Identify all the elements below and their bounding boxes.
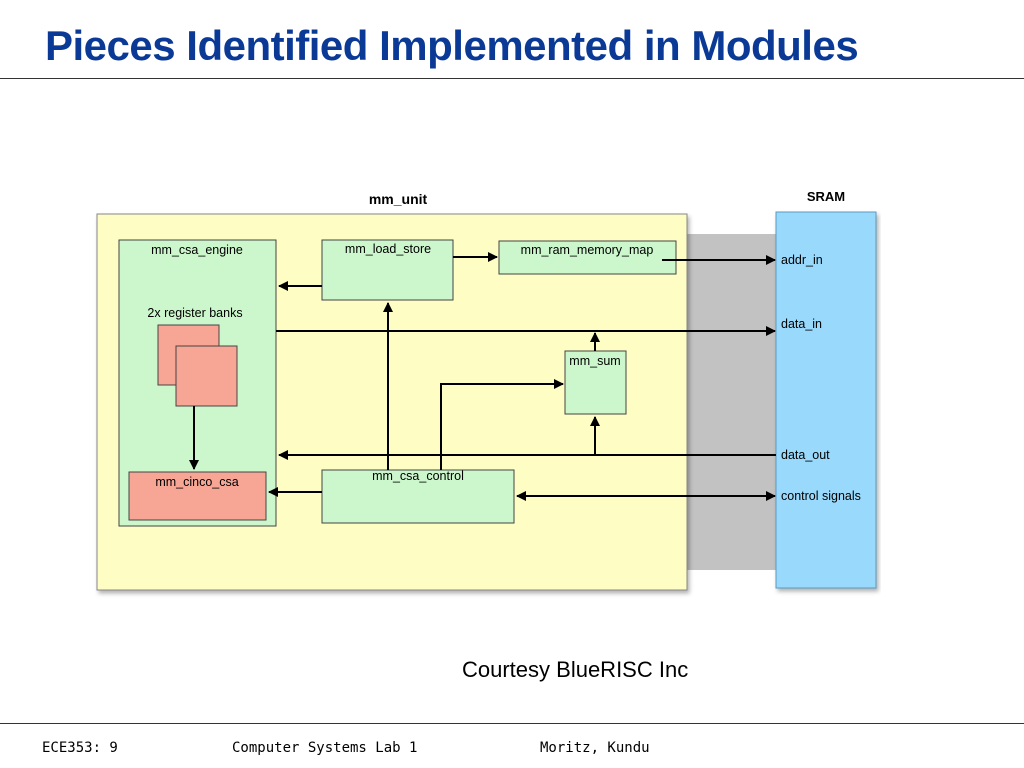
csa-control-box (321, 469, 515, 524)
sum-label: mm_sum (569, 354, 620, 368)
register-banks-label: 2x register banks (147, 306, 242, 320)
csa-engine-label: mm_csa_engine (151, 243, 243, 257)
ram-memory-map-label: mm_ram_memory_map (521, 243, 654, 257)
sram-box (775, 211, 877, 589)
load-store-box (321, 239, 454, 301)
cinco-csa-label: mm_cinco_csa (155, 475, 238, 489)
port-data-out: data_out (781, 448, 830, 462)
footer-divider (0, 723, 1024, 724)
load-store-label: mm_load_store (345, 242, 431, 256)
footer-authors: Moritz, Kundu (540, 740, 650, 756)
courtesy-note: Courtesy BlueRISC Inc (462, 657, 689, 682)
mm-unit-label: mm_unit (369, 191, 428, 207)
ram-memory-map-box (498, 240, 677, 275)
port-addr-in: addr_in (781, 253, 823, 267)
sum-box (564, 350, 627, 415)
cinco-csa-box (128, 471, 267, 521)
bus-region (686, 234, 776, 570)
slide-title: Pieces Identified Implemented in Modules (45, 22, 859, 69)
port-data-in: data_in (781, 317, 822, 331)
footer-lab: Computer Systems Lab 1 (232, 740, 418, 756)
csa-control-label: mm_csa_control (372, 469, 464, 483)
port-control-signals: control signals (781, 489, 861, 503)
sram-label: SRAM (807, 189, 845, 204)
register-bank-front (175, 345, 238, 407)
footer-course: ECE353: 9 (42, 740, 118, 756)
arrow-control-to-sum (440, 379, 564, 470)
title-divider (0, 78, 1024, 79)
